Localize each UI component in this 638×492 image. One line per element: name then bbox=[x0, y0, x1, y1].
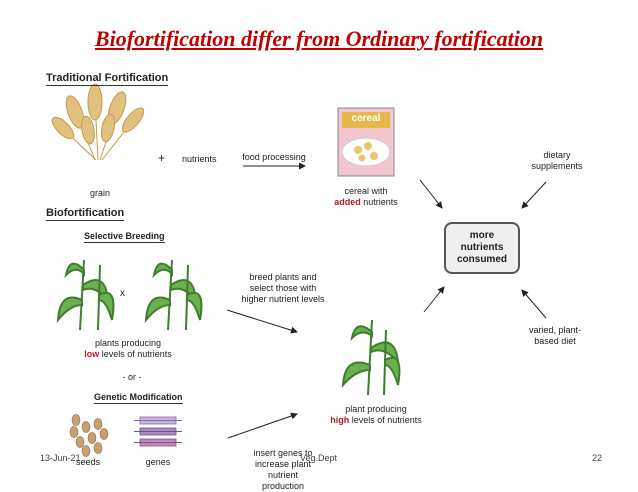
grain-label: grain bbox=[89, 188, 110, 198]
footer-dept: Veg.Dept bbox=[300, 453, 338, 463]
high-plant-illustration bbox=[341, 319, 401, 396]
low-plants-label: plants producing low levels of nutrients bbox=[80, 338, 176, 360]
slide-title: Biofortification differ from Ordinary fo… bbox=[94, 26, 544, 51]
cross-sign: x bbox=[120, 288, 125, 299]
low-label-rest: levels of nutrients bbox=[101, 349, 172, 359]
cereal-box-illustration bbox=[337, 107, 395, 177]
cereal-box-text: cereal bbox=[351, 113, 381, 124]
plant-to-box-arrow bbox=[423, 286, 445, 313]
high-plant-label: plant producing high levels of nutrients bbox=[328, 404, 424, 426]
added-word: added bbox=[334, 197, 361, 207]
cereal-label: cereal with added nutrients bbox=[318, 186, 414, 208]
process-label: food processing bbox=[242, 152, 306, 162]
breed-arrow bbox=[226, 309, 298, 334]
or-label: - or - bbox=[122, 372, 142, 382]
breed-label: breed plants and select those with highe… bbox=[241, 272, 325, 304]
high-label-rest: levels of nutrients bbox=[351, 415, 422, 425]
more-nutrients-box: more nutrients consumed bbox=[444, 222, 520, 274]
biofortification-heading: Biofortification bbox=[46, 207, 125, 221]
supplements-label: dietary supplements bbox=[531, 150, 583, 171]
gm-heading: Genetic Modification bbox=[94, 392, 183, 404]
low-plants-illustration bbox=[56, 259, 203, 331]
high-word: high bbox=[330, 415, 350, 425]
low-label-line1: plants producing bbox=[94, 338, 162, 348]
grain-illustration bbox=[51, 83, 145, 161]
cereal-label-line1: cereal with bbox=[344, 186, 388, 196]
seeds-label: seeds bbox=[75, 457, 101, 467]
supplements-to-box-arrow bbox=[521, 181, 547, 209]
cereal-to-box-arrow bbox=[419, 179, 443, 209]
low-word: low bbox=[84, 349, 100, 359]
seeds-illustration bbox=[69, 414, 109, 457]
plus-sign: + bbox=[158, 151, 166, 165]
diagram-canvas bbox=[51, 83, 547, 457]
varied-diet-label: varied, plant-based diet bbox=[528, 325, 582, 346]
more-nutrients-text: more nutrients consumed bbox=[456, 230, 507, 265]
gm-arrow bbox=[227, 412, 298, 439]
breeding-heading: Selective Breeding bbox=[84, 231, 165, 243]
footer-page-number: 22 bbox=[592, 453, 603, 463]
footer-date: 13-Jun-21 bbox=[40, 453, 81, 463]
diet-to-box-arrow bbox=[521, 289, 547, 319]
high-label-line1: plant producing bbox=[345, 404, 407, 414]
traditional-heading: Traditional Fortification bbox=[46, 72, 169, 86]
genes-label: genes bbox=[145, 457, 171, 467]
genes-illustration bbox=[134, 416, 182, 447]
nutrients-label: nutrients bbox=[182, 154, 217, 164]
cereal-label-rest: nutrients bbox=[363, 197, 398, 207]
